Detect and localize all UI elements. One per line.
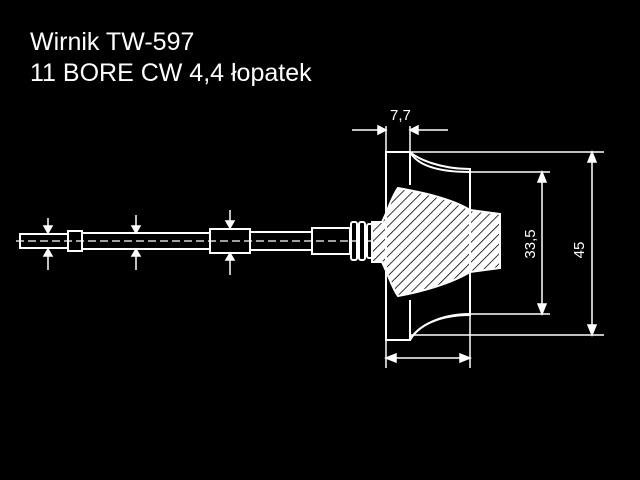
diagram-subtitle: 11 BORE CW 4,4 łopatek	[30, 59, 312, 87]
dimension-label-blade-width: 7,7	[390, 107, 411, 124]
dimension-outer-diameter	[410, 149, 604, 338]
dimension-blade-width	[352, 124, 448, 152]
dimension-inner-diameter	[470, 169, 550, 317]
dimension-label-outer-diameter: 45	[571, 242, 588, 259]
hub-hatched	[371, 186, 501, 298]
diagram-title: Wirnik TW-597	[30, 28, 195, 56]
dimension-label-inner-diameter: 33,5	[522, 229, 539, 258]
turbine-wheel	[371, 151, 501, 341]
shaft-dimension-arrows	[42, 210, 236, 275]
dimension-wheel-length	[383, 315, 473, 368]
